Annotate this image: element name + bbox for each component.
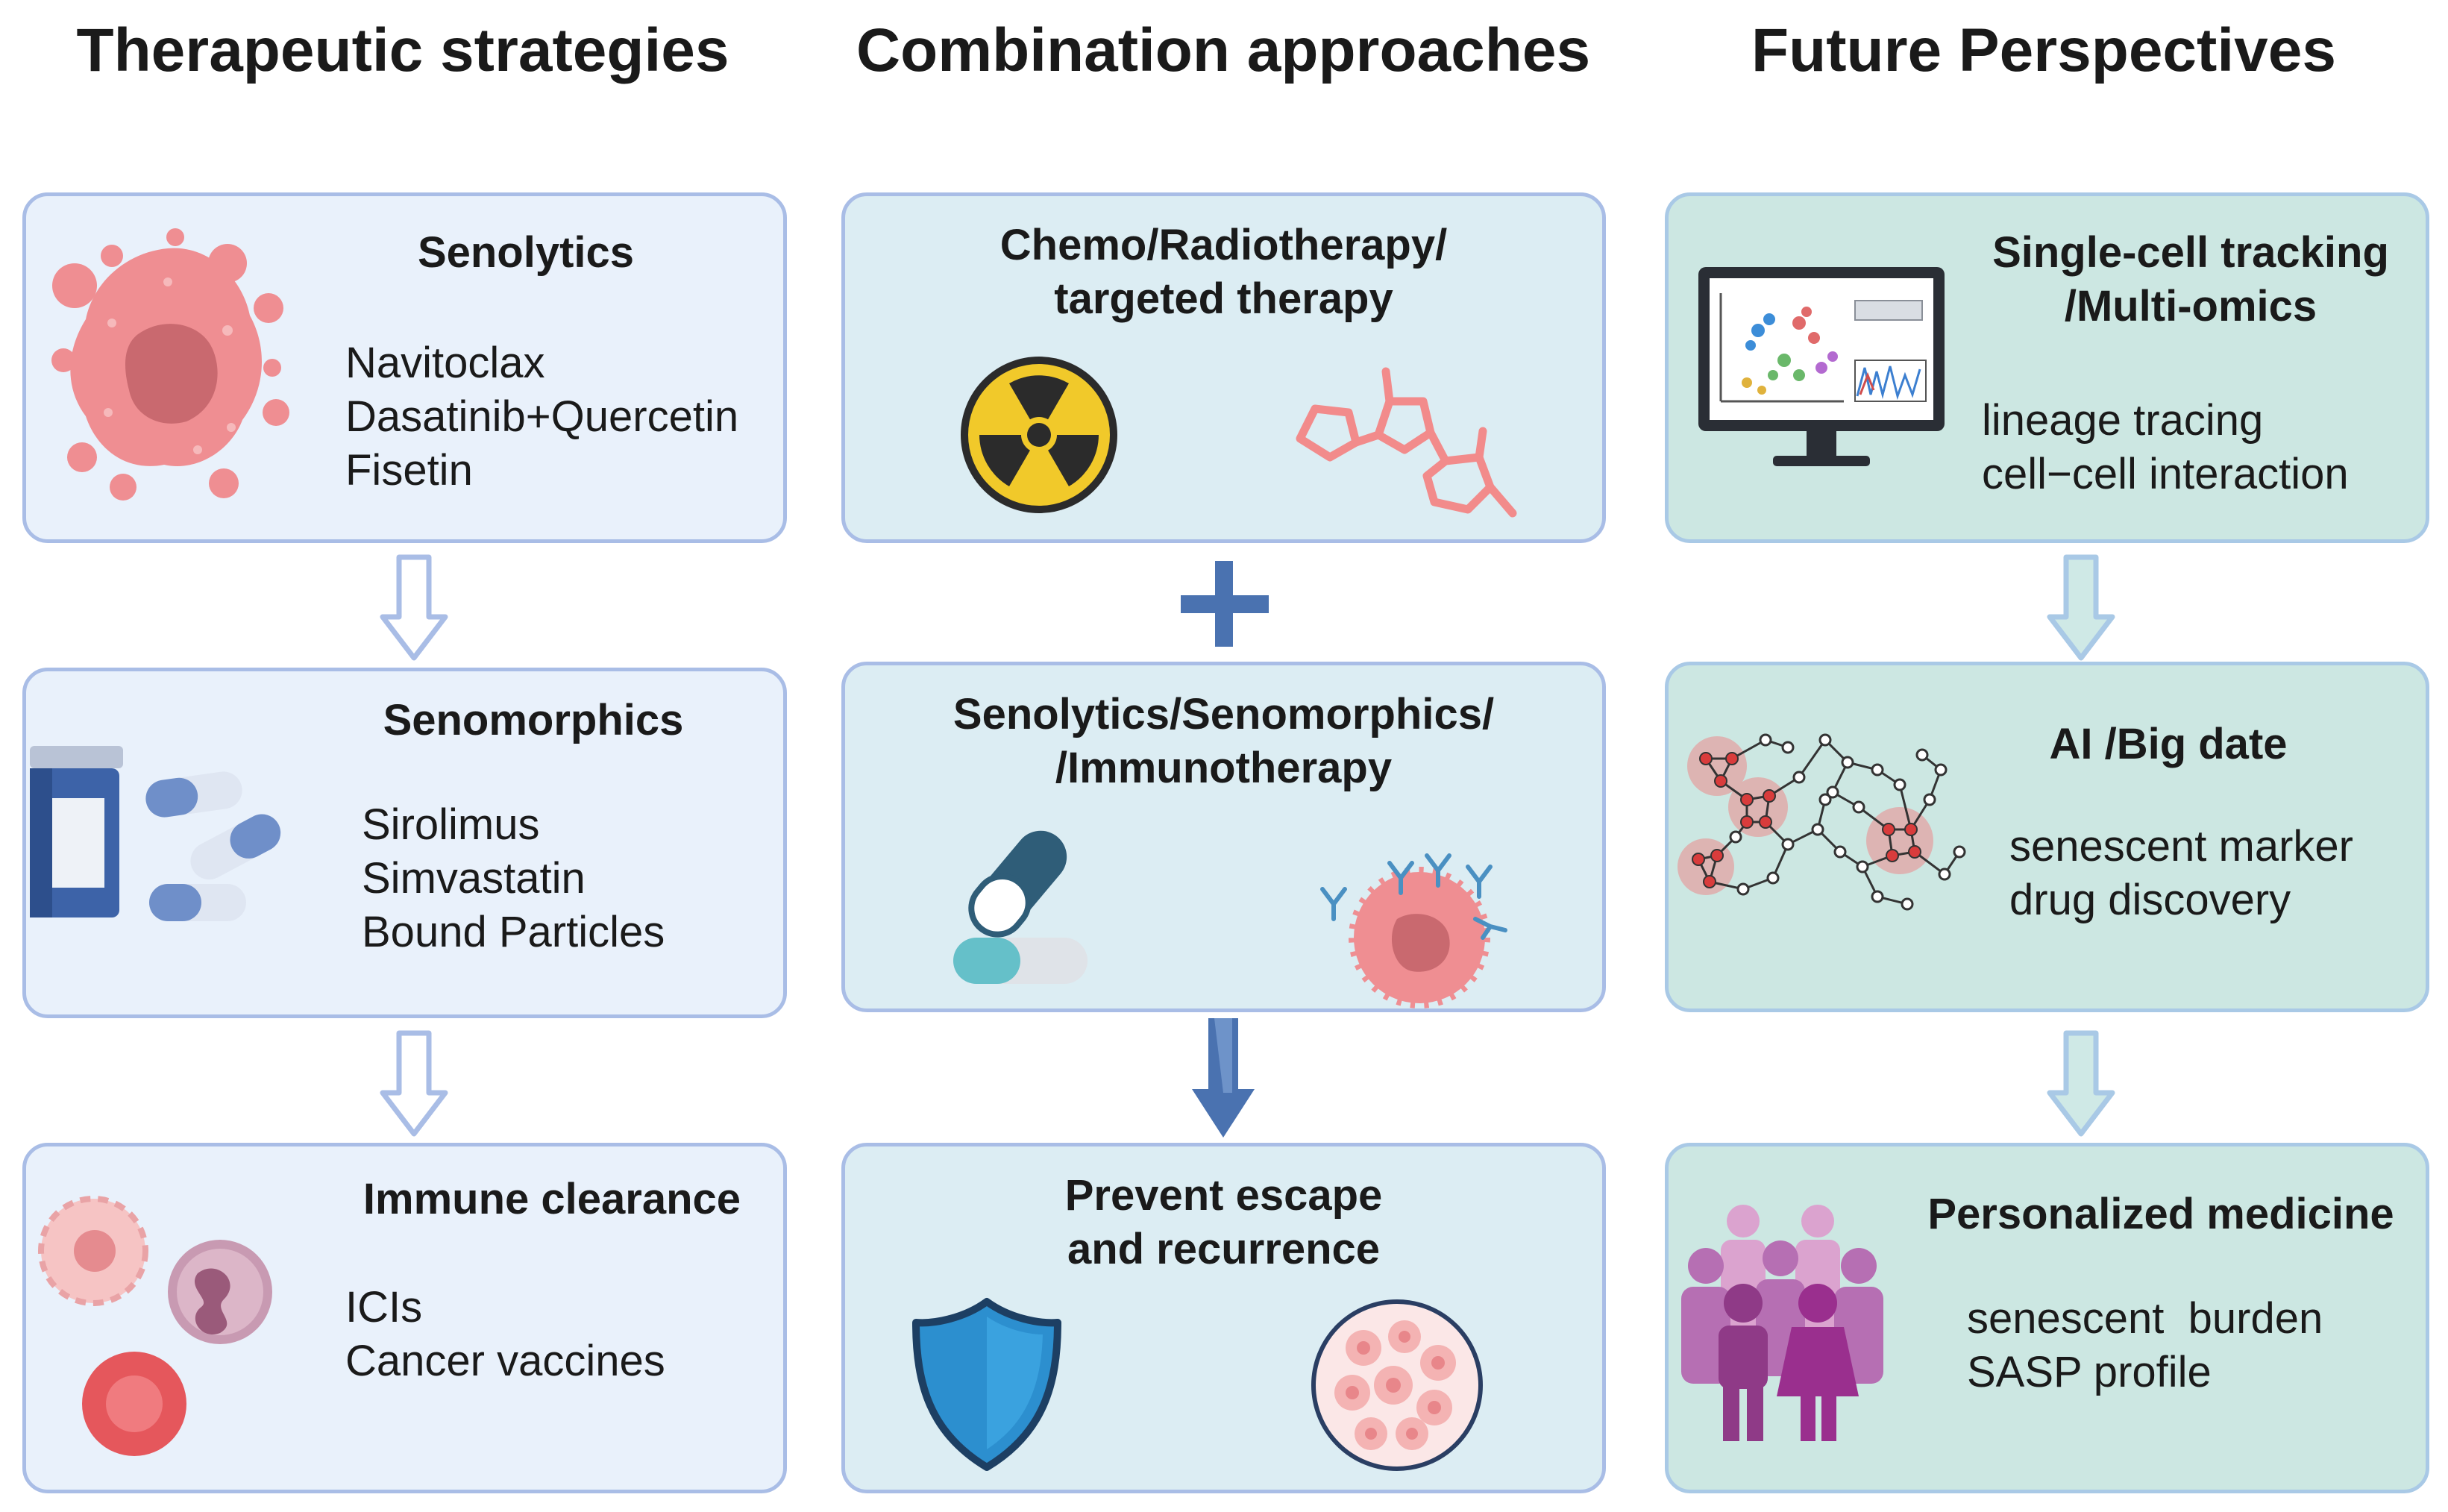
list-item: Cancer vaccines [345, 1337, 665, 1385]
senomorphics-box: Senomorphics Sirolimus Simvastatin Bound… [22, 668, 787, 1018]
column-title-therapeutic: Therapeutic strategies [76, 16, 729, 84]
ai-big-data-box: AI /Big date senescent marker drug disco… [1665, 662, 2429, 1012]
shield-icon [912, 1298, 1061, 1471]
prevent-escape-box: Prevent escape and recurrence [841, 1143, 1606, 1493]
senolytics-box: Senolytics Navitoclax Dasatinib+Querceti… [22, 192, 787, 543]
ai-big-data-list: senescent marker drug discovery [2009, 820, 2353, 927]
list-item: Bound Particles [362, 908, 665, 956]
personalized-medicine-heading: Personalized medicine [1927, 1190, 2394, 1238]
down-arrow-icon [380, 1030, 448, 1137]
personalized-medicine-box: Personalized medicine senescent burden S… [1665, 1143, 2429, 1493]
senolytics-immunotherapy-heading: Senolytics/Senomorphics/ /Immunotherapy [952, 690, 1495, 792]
plus-icon [1181, 561, 1269, 647]
capsule-icon [145, 771, 281, 921]
list-item: drug discovery [2009, 876, 2291, 924]
down-arrow-icon [2047, 554, 2115, 661]
prevent-escape-heading: Prevent escape and recurrence [1064, 1171, 1383, 1273]
list-item: Simvastatin [362, 854, 586, 903]
immune-cell-icon [38, 1196, 272, 1456]
column-title-future: Future Perspectives [1751, 16, 2336, 84]
molecule-icon [1296, 367, 1517, 518]
antibody-cell-icon [1320, 853, 1507, 1008]
senolytics-immunotherapy-box: Senolytics/Senomorphics/ /Immunotherapy [841, 662, 1606, 1012]
list-item: Sirolimus [362, 800, 540, 849]
immune-clearance-list: ICIs Cancer vaccines [345, 1281, 665, 1388]
tissue-cells-icon [1311, 1299, 1483, 1471]
chemo-radiotherapy-heading: Chemo/Radiotherapy/ targeted therapy [999, 221, 1448, 323]
senescent-cell-icon [51, 228, 289, 501]
people-group-icon [1681, 1205, 1883, 1441]
chemo-radiotherapy-box: Chemo/Radiotherapy/ targeted therapy [841, 192, 1606, 543]
list-item: ICIs [345, 1283, 423, 1331]
monitor-icon [1698, 267, 1945, 466]
radiation-icon [961, 357, 1117, 513]
down-arrow-icon [2047, 1030, 2115, 1137]
network-graph-icon [1677, 733, 1966, 911]
list-item: SASP profile [1967, 1348, 2212, 1396]
column-title-combination: Combination approaches [856, 16, 1591, 84]
senolytics-heading: Senolytics [417, 228, 635, 277]
single-cell-box: Single-cell tracking /Multi-omics lineag… [1665, 192, 2429, 543]
list-item: senescent marker [2009, 822, 2353, 871]
down-arrow-icon [380, 554, 448, 661]
single-cell-heading: Single-cell tracking /Multi-omics [1992, 228, 2389, 330]
list-item: cell−cell interaction [1982, 450, 2349, 498]
list-item: lineage tracing [1982, 396, 2264, 445]
personalized-medicine-list: senescent burden SASP profile [1967, 1292, 2323, 1399]
senomorphics-list: Sirolimus Simvastatin Bound Particles [362, 798, 665, 959]
list-item: Fisetin [345, 446, 473, 495]
ai-big-data-heading: AI /Big date [2049, 720, 2288, 768]
pill-bottle-icon [30, 746, 123, 917]
list-item: Dasatinib+Quercetin [345, 392, 739, 441]
immune-clearance-box: Immune clearance ICIs Cancer vaccines [22, 1143, 787, 1493]
capsule-icon [953, 830, 1088, 984]
senomorphics-heading: Senomorphics [383, 696, 684, 744]
senolytics-list: Navitoclax Dasatinib+Quercetin Fisetin [345, 336, 738, 498]
down-arrow-icon [1192, 1018, 1255, 1138]
list-item: senescent burden [1967, 1294, 2323, 1343]
list-item: Navitoclax [345, 339, 545, 387]
single-cell-list: lineage tracing cell−cell interaction [1982, 394, 2349, 501]
immune-clearance-heading: Immune clearance [363, 1175, 741, 1223]
